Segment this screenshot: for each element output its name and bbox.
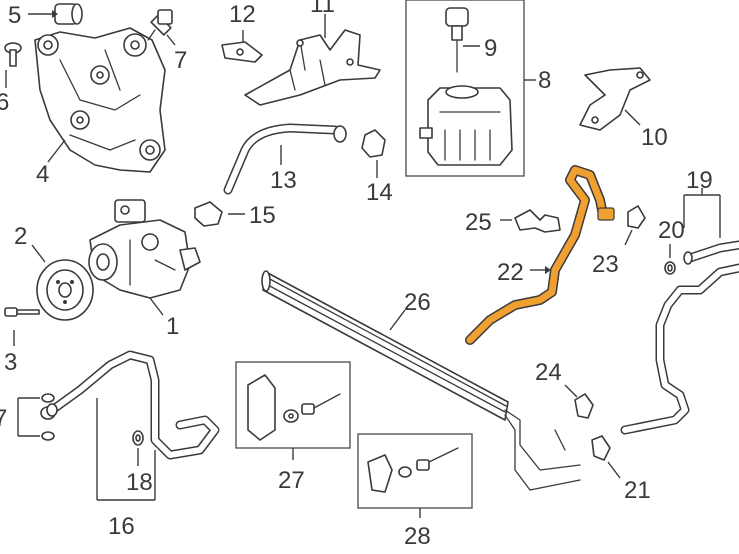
callout-5: 5: [8, 2, 21, 29]
bolt-3-icon[interactable]: [4, 307, 40, 317]
callout-12: 12: [229, 1, 256, 28]
bolt-7-icon[interactable]: [147, 9, 173, 41]
callout-8: 8: [538, 67, 551, 94]
seal-18-icon[interactable]: [132, 430, 144, 446]
pump-mount-bracket-4-icon[interactable]: [34, 27, 166, 173]
hardware-27-icon[interactable]: [247, 374, 341, 441]
seal-17-group-icon[interactable]: [40, 393, 56, 441]
callout-16: 16: [108, 513, 135, 540]
return-hose-13-icon[interactable]: [223, 123, 347, 195]
bracket-12-icon[interactable]: [221, 41, 263, 63]
callout-6: 6: [0, 89, 9, 116]
clamp-14-icon[interactable]: [361, 129, 386, 158]
callout-11: 11: [310, 0, 335, 18]
reservoir-cap-9-icon[interactable]: [445, 7, 469, 73]
callout-13: 13: [270, 167, 297, 194]
fluid-reservoir-icon[interactable]: [419, 85, 513, 166]
callout-23: 23: [592, 251, 619, 278]
reservoir-bracket-11-icon[interactable]: [244, 29, 381, 106]
clamp-15-icon[interactable]: [194, 201, 223, 227]
cooler-26-icon[interactable]: [261, 270, 581, 491]
callout-1: 1: [166, 313, 179, 340]
callout-4: 4: [36, 161, 49, 188]
callout-2: 2: [14, 223, 27, 250]
hardware-28-icon[interactable]: [367, 447, 459, 493]
bolt-5-icon[interactable]: [54, 3, 83, 25]
callout-20: 20: [658, 217, 685, 244]
callout-18: 18: [126, 469, 153, 496]
callout-19: 19: [686, 167, 713, 194]
callout-17: 7: [0, 405, 7, 432]
clamp-24-icon[interactable]: [574, 393, 594, 419]
callout-22: 22: [497, 259, 524, 286]
callout-3: 3: [4, 349, 17, 376]
callout-27: 27: [278, 467, 305, 494]
callout-10: 10: [641, 124, 668, 151]
pulley-2-icon[interactable]: [36, 259, 94, 321]
callout-14: 14: [366, 179, 393, 206]
seal-20-icon[interactable]: [664, 261, 676, 275]
clamp-21-icon[interactable]: [591, 435, 611, 461]
callout-21: 21: [624, 477, 651, 504]
reservoir-assembly-box: [405, 0, 525, 177]
callout-24: 24: [535, 359, 562, 386]
clip-25-icon[interactable]: [514, 209, 561, 233]
pressure-line-16-icon[interactable]: [46, 350, 220, 460]
callout-25: 25: [465, 209, 492, 236]
callout-26: 26: [404, 289, 431, 316]
power-steering-pump-1-icon[interactable]: [88, 199, 201, 299]
hardware-kit-28-box: [357, 433, 473, 509]
bracket-10-icon[interactable]: [579, 67, 651, 131]
pressure-line-22-icon[interactable]: [465, 165, 615, 345]
stud-6-icon[interactable]: [4, 42, 22, 67]
callout-28: 28: [404, 523, 431, 550]
return-line-19-icon[interactable]: [620, 240, 739, 435]
callout-7-top: 7: [174, 47, 187, 74]
callout-9: 9: [484, 35, 497, 62]
callout-15: 15: [249, 202, 276, 229]
clamp-23-icon[interactable]: [627, 205, 646, 229]
